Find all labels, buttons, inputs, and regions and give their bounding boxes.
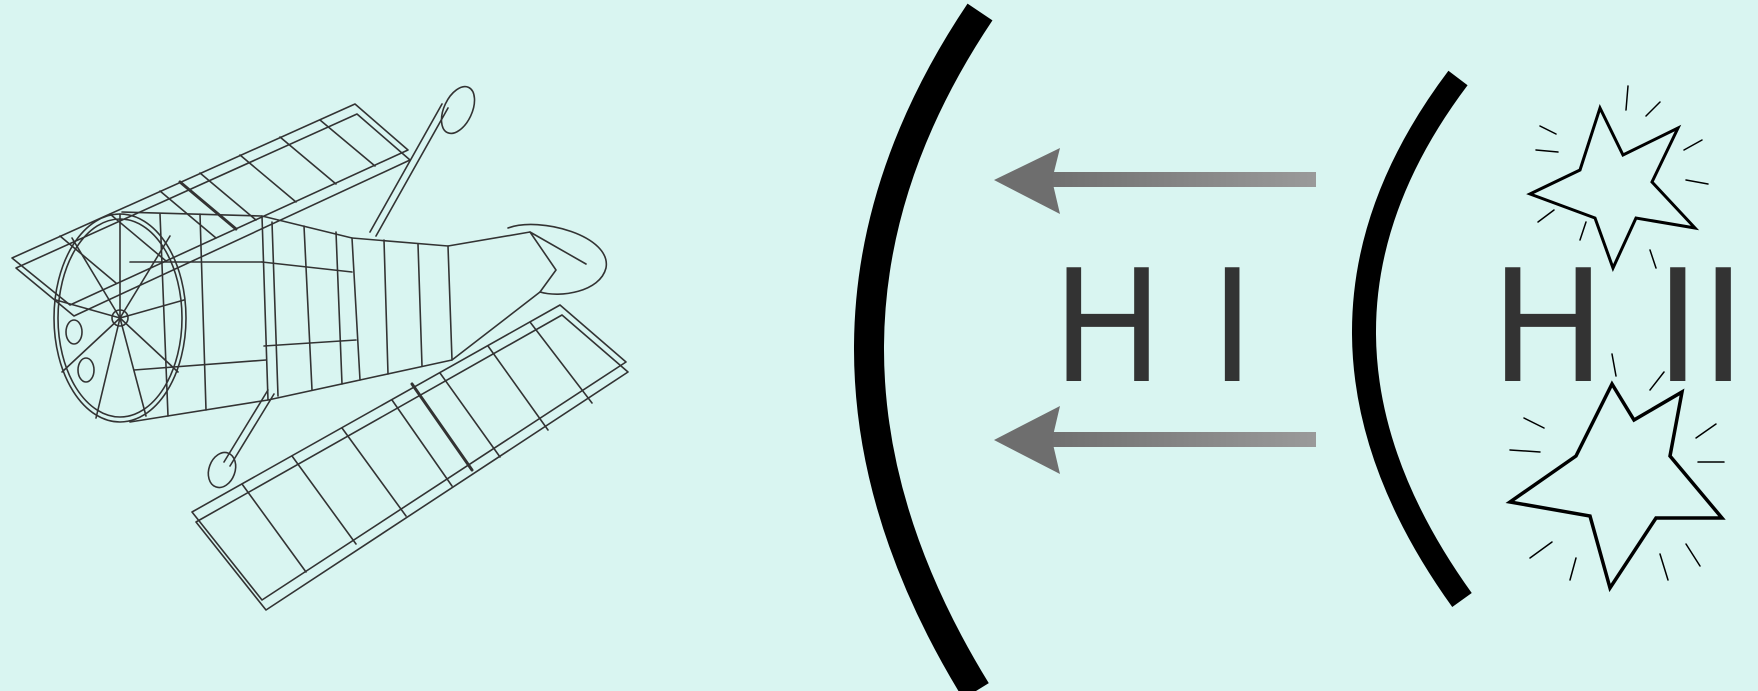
neutral-hydrogen-label: H I bbox=[1052, 236, 1254, 418]
